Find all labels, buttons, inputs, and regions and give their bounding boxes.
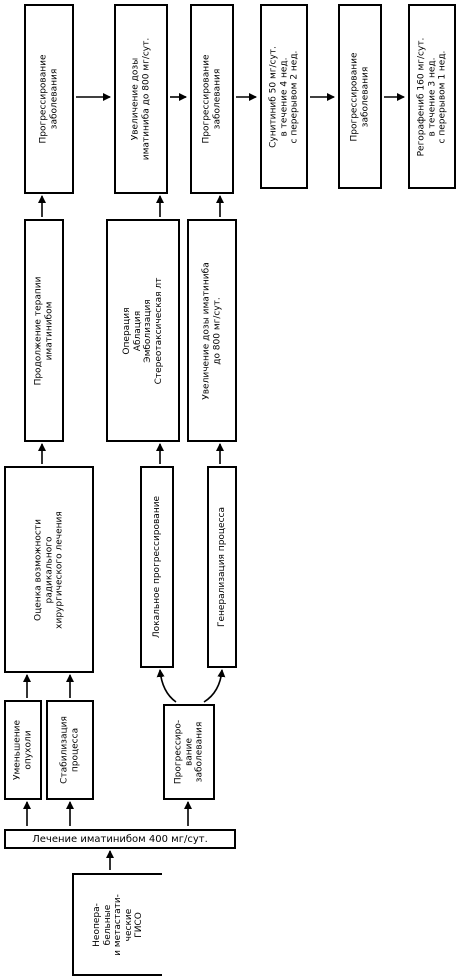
node-top-dose-increase: Увеличение дозы иматиниба до 800 мг/сут.	[114, 4, 168, 194]
node-sunitinib-text: Сунитиниб 50 мг/сут. в течение 4 нед. с …	[268, 45, 300, 148]
node-top-progression1: Прогрессирование заболевания	[24, 4, 74, 194]
node-top-dose-increase-text: Увеличение дозы иматиниба до 800 мг/сут.	[130, 37, 152, 161]
node-stabilization: Стабилизация процесса	[46, 700, 94, 800]
node-start: Неопера- бельные и метастати- ческие ГИС…	[72, 873, 162, 976]
node-assessment-text: Оценка возможности радикального хирургич…	[33, 510, 65, 629]
node-operation-text: Операция Аблация Эмболизация Стереотакси…	[122, 277, 164, 384]
node-progression1-text: Прогрессиро- вание заболевания	[173, 719, 205, 785]
node-reduction-text: Уменьшение опухоли	[12, 719, 34, 781]
node-regorafenib-text: Регорафениб 160 мг/сут. в течение 3 нед.…	[416, 37, 448, 156]
node-generalization-text: Генерализация процесса	[216, 507, 227, 628]
node-regorafenib: Регорафениб 160 мг/сут. в течение 3 нед.…	[408, 4, 456, 189]
node-treatment-text: Лечение иматинибом 400 мг/сут.	[32, 834, 208, 845]
node-top-progression1-text: Прогрессирование заболевания	[38, 54, 60, 144]
node-assessment: Оценка возможности радикального хирургич…	[4, 466, 94, 673]
node-continue-therapy: Продолжение терапии иматинибом	[24, 219, 64, 442]
node-start-text: Неопера- бельные и метастати- ческие ГИС…	[91, 893, 144, 956]
node-sunitinib: Сунитиниб 50 мг/сут. в течение 4 нед. с …	[260, 4, 308, 189]
node-top-progression3-text: Прогрессирование заболевания	[349, 51, 371, 142]
node-top-progression2-text: Прогрессирование заболевания	[201, 54, 223, 144]
arrow-progression1-to-generalization	[203, 669, 226, 703]
node-local-progression: Локальное прогрессирование	[140, 466, 174, 668]
node-local-progression-text: Локальное прогрессирование	[151, 495, 162, 639]
node-treatment: Лечение иматинибом 400 мг/сут.	[4, 829, 236, 849]
node-continue-therapy-text: Продолжение терапии иматинибом	[33, 276, 55, 385]
node-stabilization-text: Стабилизация процесса	[59, 716, 81, 784]
node-progression1: Прогрессиро- вание заболевания	[163, 704, 215, 800]
node-generalization: Генерализация процесса	[207, 466, 237, 668]
node-top-progression3: Прогрессирование заболевания	[338, 4, 382, 189]
node-dose-increase-text: Увеличение дозы иматиниба до 800 мг/сут.	[201, 261, 223, 400]
arrow-progression1-to-local	[156, 669, 177, 703]
node-dose-increase: Увеличение дозы иматиниба до 800 мг/сут.	[187, 219, 237, 442]
node-top-progression2: Прогрессирование заболевания	[190, 4, 234, 194]
node-reduction: Уменьшение опухоли	[4, 700, 42, 800]
node-operation: Операция Аблация Эмболизация Стереотакси…	[106, 219, 180, 442]
